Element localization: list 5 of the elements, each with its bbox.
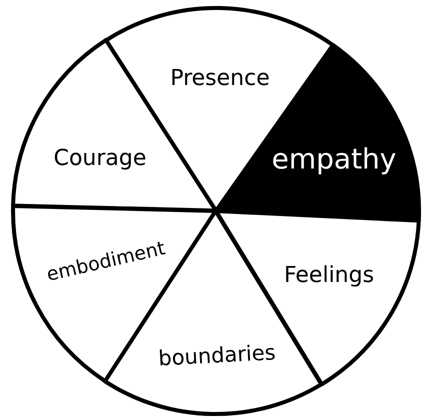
segment-label: Courage — [54, 146, 146, 172]
segment-label: Presence — [170, 66, 270, 92]
segment-label: Feelings — [284, 264, 374, 288]
segment-label: boundaries — [158, 341, 276, 371]
segment-label: empathy — [272, 144, 396, 176]
